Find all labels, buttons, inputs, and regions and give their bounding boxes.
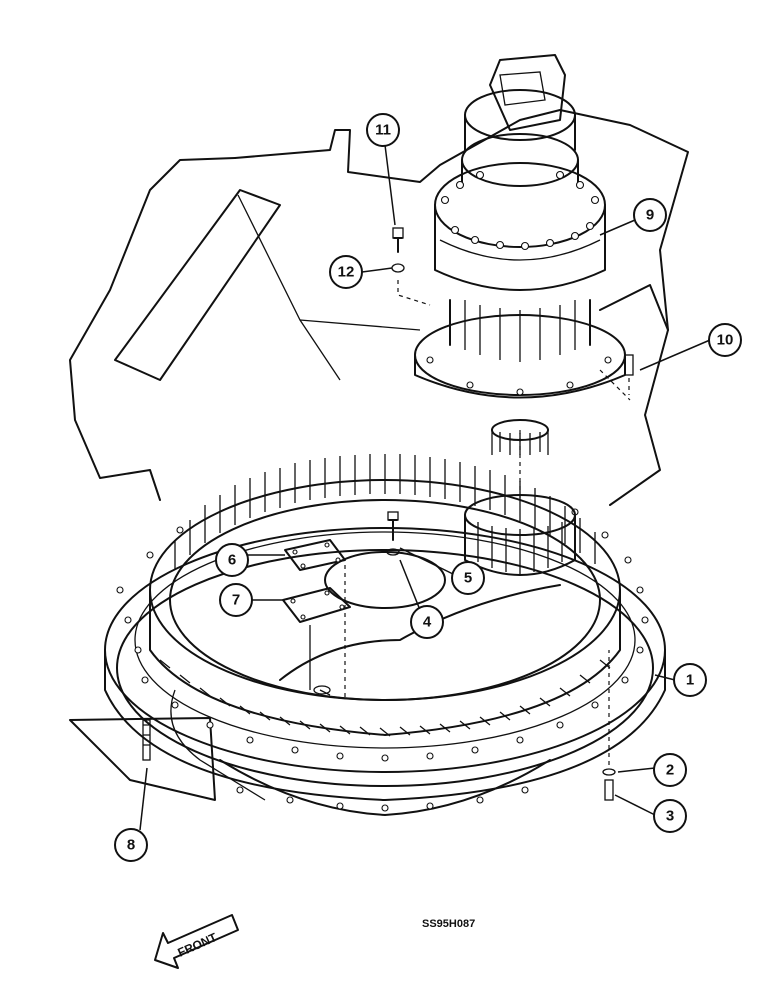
callout-1: 1 (673, 663, 707, 697)
callout-6: 6 (215, 543, 249, 577)
drawing-code: SS95H087 (422, 918, 475, 930)
svg-text:6: 6 (228, 552, 236, 569)
svg-text:4: 4 (423, 614, 432, 631)
svg-text:7: 7 (232, 592, 240, 609)
hardware (142, 227, 634, 801)
callout-4: 4 (410, 605, 444, 639)
gear-teeth (159, 454, 611, 737)
svg-text:1: 1 (686, 672, 694, 689)
svg-text:5: 5 (464, 570, 472, 587)
callout-12: 12 (329, 255, 363, 289)
leader-lines (139, 144, 711, 831)
callout-3: 3 (653, 799, 687, 833)
swing-bearing (104, 454, 666, 816)
callout-11: 11 (366, 113, 400, 147)
svg-text:2: 2 (666, 762, 674, 779)
svg-text:9: 9 (646, 207, 654, 224)
callout-8: 8 (114, 828, 148, 862)
callout-7: 7 (219, 583, 253, 617)
upper-frame-outline (69, 109, 689, 801)
front-direction-arrow: FRONT (154, 914, 239, 969)
svg-text:8: 8 (127, 837, 135, 854)
callout-9: 9 (633, 198, 667, 232)
svg-text:10: 10 (717, 332, 734, 349)
svg-text:12: 12 (338, 264, 355, 281)
svg-text:3: 3 (666, 808, 674, 825)
swing-motor-assembly (414, 54, 626, 399)
callout-5: 5 (451, 561, 485, 595)
front-arrow-label: FRONT (176, 930, 220, 960)
callout-2: 2 (653, 753, 687, 787)
bolt-holes (116, 508, 649, 812)
cover-plates (282, 539, 351, 696)
callout-10: 10 (708, 323, 742, 357)
svg-text:11: 11 (375, 122, 391, 139)
flange-bolts (426, 170, 612, 396)
